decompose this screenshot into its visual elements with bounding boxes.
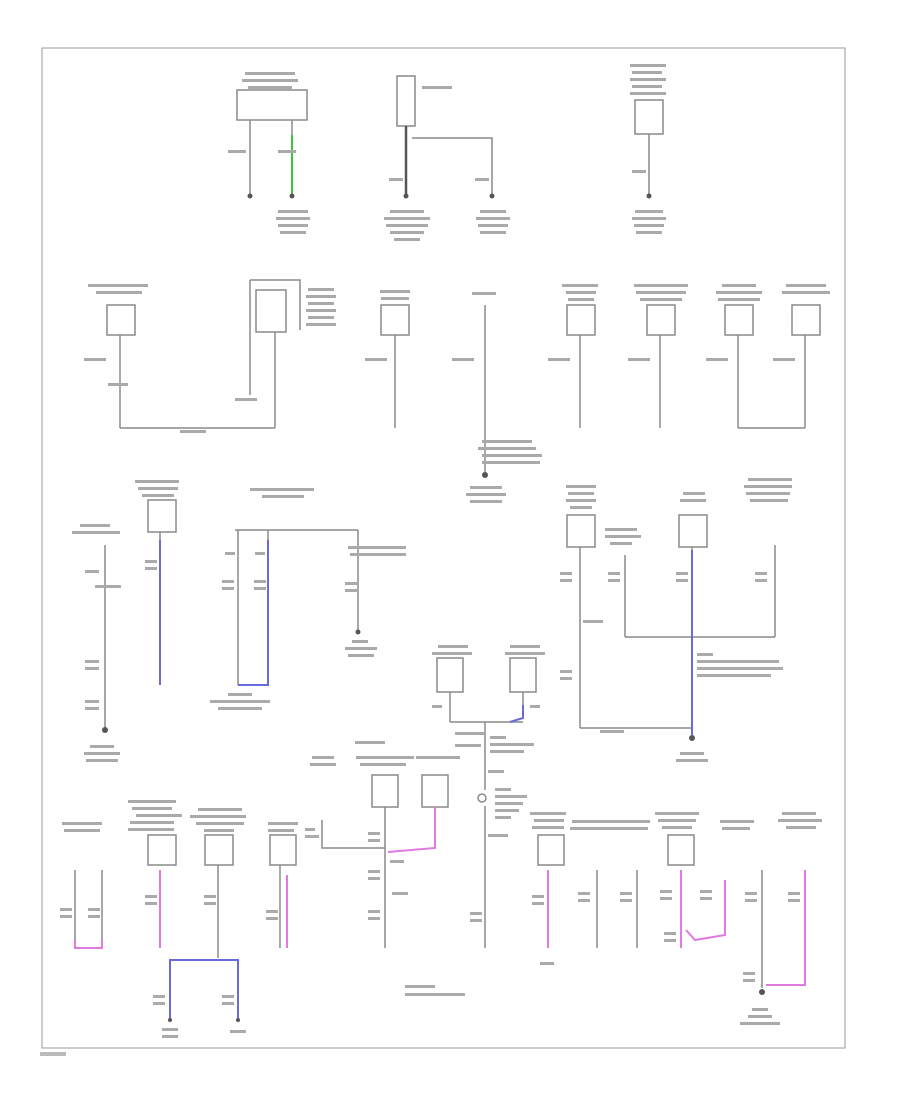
pink-wire: [509, 705, 524, 723]
component-box: [147, 834, 177, 866]
ground-point: [759, 989, 765, 995]
ground-point: [102, 727, 108, 733]
component-box: [509, 657, 537, 693]
ground-point: [482, 472, 488, 478]
row-1-grounds: [247, 193, 652, 199]
component-box: [436, 657, 464, 693]
component-box: [566, 514, 596, 548]
component-box: [204, 834, 234, 866]
ground-point: [289, 193, 295, 199]
component-box: [566, 304, 596, 336]
component-box: [724, 304, 754, 336]
component-box: [537, 834, 565, 866]
row-3-components: [104, 499, 776, 729]
row-4-colored-wires: [387, 705, 524, 853]
ground-point: [489, 193, 495, 199]
ground-point: [403, 193, 409, 199]
row-2-labels: [84, 284, 830, 503]
component-box: [236, 89, 308, 121]
row-5-grounds: [168, 989, 765, 1022]
ground-point: [236, 1018, 240, 1022]
component-box: [421, 774, 449, 808]
component-box: [147, 499, 177, 533]
blue-wire: [238, 540, 269, 686]
component-box: [667, 834, 695, 866]
component-box: [371, 774, 399, 808]
diagram-frame: [41, 47, 846, 1049]
ground-point: [168, 1018, 172, 1022]
splice-point: [477, 793, 487, 803]
row-5-components: [74, 834, 763, 988]
component-box: [269, 834, 297, 866]
row-3-labels: [72, 478, 792, 762]
ground-point: [355, 629, 361, 635]
row-1-labels: [228, 64, 666, 241]
pink-wire: [766, 870, 806, 986]
component-box: [106, 304, 136, 336]
row-5-labels: [60, 800, 822, 1038]
row-3-colored-wires: [159, 540, 693, 735]
row-1-components: [236, 75, 664, 195]
pink-wire: [74, 940, 103, 949]
component-box: [380, 304, 410, 336]
ground-point: [689, 735, 695, 741]
component-box: [634, 99, 664, 135]
battery-box: [396, 75, 416, 127]
row-3-grounds: [102, 629, 695, 741]
component-box: [255, 289, 287, 333]
pink-wire: [387, 807, 436, 853]
row-4-labels: [305, 645, 545, 996]
ground-point: [646, 193, 652, 199]
pink-wire: [685, 880, 726, 942]
component-box: [791, 304, 821, 336]
ground-point: [247, 193, 253, 199]
row-2-components: [106, 279, 821, 475]
footer-code-mark: [40, 1052, 66, 1056]
blue-wire: [169, 959, 239, 1018]
row-5-colored-wires: [74, 870, 806, 1018]
component-box: [678, 514, 708, 548]
component-box: [646, 304, 676, 336]
